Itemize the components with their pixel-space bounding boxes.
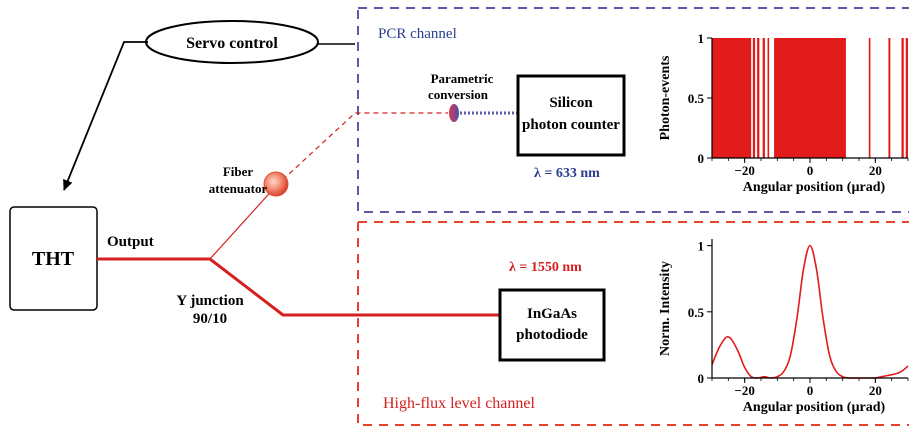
ingaas-label-2: photodiode [516, 327, 588, 343]
output-label: Output [107, 234, 154, 250]
y-tick-label: 1 [698, 239, 705, 254]
photon-event-bar [868, 38, 871, 158]
servo-control-label: Servo control [186, 35, 278, 52]
photon-event-bar [901, 38, 904, 158]
x-axis-label: Angular position (µrad) [743, 180, 886, 195]
pcr-fiber [275, 112, 448, 187]
parametric-label-2: conversion [428, 87, 489, 102]
x-tick-label: 20 [869, 383, 882, 398]
silicon-label-1: Silicon [549, 95, 593, 111]
y-axis-label: Norm. Intensity [658, 261, 673, 356]
fiber-attenuator-label-1: Fiber [223, 164, 254, 179]
x-tick-label: −20 [734, 163, 754, 178]
servo-arrow [63, 41, 148, 191]
intensity-series-line [711, 244, 909, 379]
tap-fiber [209, 185, 277, 260]
silicon-counter-box [516, 74, 626, 157]
y-tick-label: 0.5 [688, 305, 705, 320]
x-tick-label: 0 [807, 383, 814, 398]
photon-event-bar [762, 38, 765, 158]
x-axis-label: Angular position (µrad) [743, 400, 886, 415]
parametric-label-1: Parametric [431, 71, 494, 86]
y-junction-label-1: Y junction [176, 293, 244, 309]
silicon-label-2: photon counter [522, 117, 620, 133]
parametric-converter-icon [449, 104, 459, 122]
x-tick-label: 20 [869, 163, 882, 178]
main-fiber [97, 257, 500, 317]
lambda-1550-label: λ = 1550 nm [509, 260, 582, 275]
highflux-channel-border [357, 221, 909, 426]
y-junction-label-2: 90/10 [193, 311, 227, 327]
y-tick-label: 0 [698, 151, 705, 166]
pcr-channel-border [357, 7, 909, 213]
x-tick-label: 0 [807, 163, 814, 178]
tht-label: THT [32, 248, 75, 270]
lambda-633-label: λ = 633 nm [534, 166, 600, 181]
high-flux-channel-label: High-flux level channel [383, 395, 536, 412]
photon-event-bar [888, 38, 891, 158]
photon-event-bar [767, 38, 770, 158]
ingaas-label-1: InGaAs [527, 306, 577, 322]
pcr-channel-label: PCR channel [378, 26, 457, 42]
fiber-attenuator-label-2: attenuator [209, 181, 268, 196]
y-tick-label: 0.5 [688, 91, 705, 106]
photon-event-bar [757, 38, 760, 158]
ingaas-box [498, 288, 606, 362]
x-tick-label: −20 [734, 383, 754, 398]
y-tick-label: 0 [698, 371, 705, 386]
photon-event-bar [905, 38, 908, 158]
photon-event-bar [752, 38, 756, 158]
y-tick-label: 1 [698, 31, 705, 46]
photon-event-bar [712, 38, 752, 158]
y-axis-label: Photon-events [658, 55, 673, 140]
photon-event-bar [774, 38, 846, 158]
fiber-attenuator-icon [263, 171, 289, 197]
